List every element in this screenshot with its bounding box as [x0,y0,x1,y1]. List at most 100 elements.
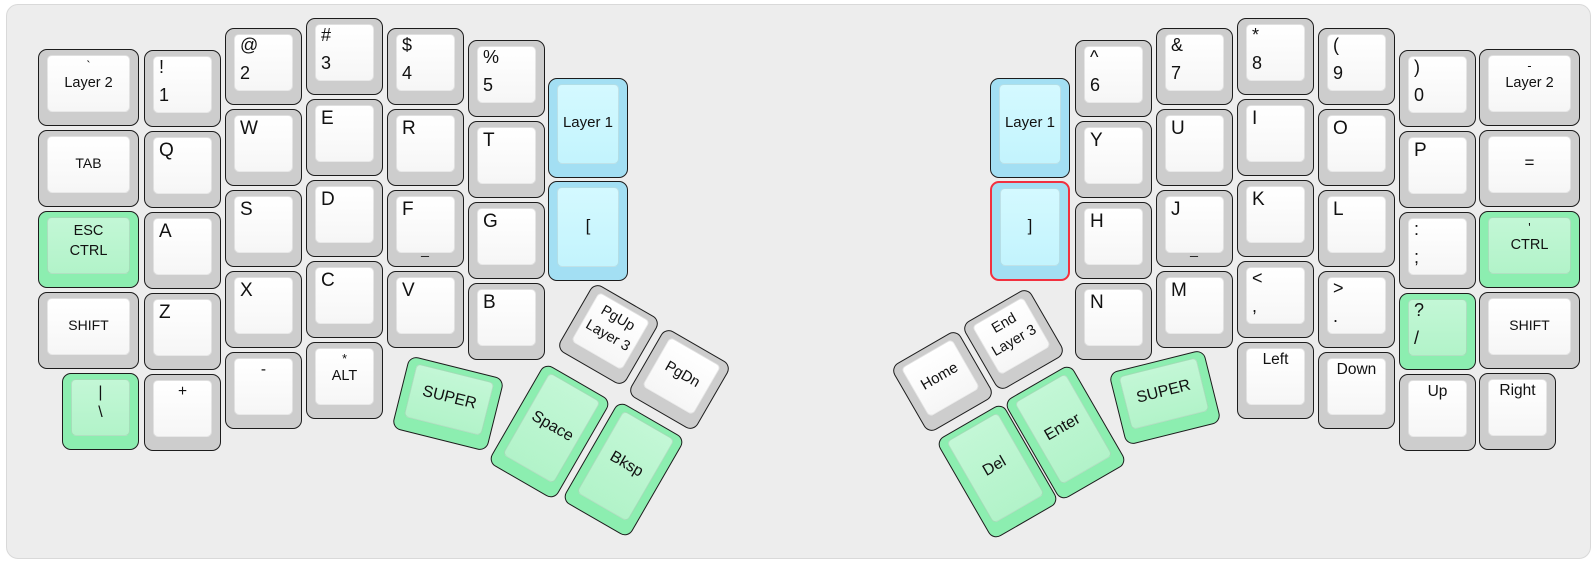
keycap-labels: &7 [1157,29,1232,104]
key-shift-right[interactable]: SHIFT [1479,292,1580,369]
key-arrow-right[interactable]: Right [1479,373,1556,450]
key-arrow-up[interactable]: Up [1399,374,1476,451]
keycap-label: K [1252,189,1265,210]
key-8[interactable]: *8 [1237,18,1314,95]
keycap-label: CTRL [1510,237,1549,253]
keycap-label: 3 [321,53,332,73]
key-d[interactable]: D [306,180,383,257]
keycap-surface [1327,196,1386,253]
keycap-surface [315,186,374,243]
key-layer1-right[interactable]: Layer 1 [990,78,1070,178]
key-layer2-left[interactable]: `Layer 2 [38,49,139,126]
key-h[interactable]: H [1075,202,1152,279]
keycap-surface [315,348,374,405]
keycap-label: X [240,280,253,301]
keycap-label: : [1414,219,1420,239]
key-period[interactable]: >. [1318,271,1395,348]
key-6[interactable]: ^6 [1075,40,1152,117]
key-slash[interactable]: ?/ [1399,293,1476,370]
keycap-surface [477,289,536,346]
key-layer2-right[interactable]: -Layer 2 [1479,49,1580,126]
keycap-labels: %5 [469,41,544,116]
key-y[interactable]: Y [1075,121,1152,198]
keycap-surface [1488,136,1571,193]
keycap-surface [153,218,212,275]
keycap-labels: Z [145,294,220,369]
key-right-bracket[interactable]: ] [990,181,1070,281]
key-5[interactable]: %5 [468,40,545,117]
key-alt[interactable]: *ALT [306,342,383,419]
keycap-labels: Q [145,132,220,207]
key-e[interactable]: E [306,99,383,176]
keycap-labels: Left [1238,343,1313,418]
keycap-label: * [1252,25,1260,45]
key-tab[interactable]: TAB [38,130,139,207]
keycap-surface [234,277,293,334]
key-layer1-left[interactable]: Layer 1 [548,78,628,178]
keycap-surface [1084,46,1143,103]
key-q[interactable]: Q [144,131,221,208]
key-m[interactable]: M [1156,271,1233,348]
key-o[interactable]: O [1318,109,1395,186]
key-r[interactable]: R [387,109,464,186]
keycap-label: & [1171,35,1184,55]
key-c[interactable]: C [306,261,383,338]
key-minus-left[interactable]: - [225,352,302,429]
keycap-label: TAB [75,154,102,171]
keycap-label: # [321,25,332,45]
key-j[interactable]: J_ [1156,190,1233,267]
key-semicolon[interactable]: :; [1399,212,1476,289]
key-7[interactable]: &7 [1156,28,1233,105]
key-pipe-backslash[interactable]: |\ [62,373,139,450]
keycap-label: I [1252,108,1258,129]
key-g[interactable]: G [468,202,545,279]
key-n[interactable]: N [1075,283,1152,360]
key-t[interactable]: T [468,121,545,198]
key-v[interactable]: V [387,271,464,348]
key-u[interactable]: U [1156,109,1233,186]
key-1[interactable]: !1 [144,50,221,127]
keycap-label: ESC [73,223,104,239]
key-k[interactable]: K [1237,180,1314,257]
key-l[interactable]: L [1318,190,1395,267]
keycap-surface [1408,56,1467,113]
keycap-label: Q [159,140,174,161]
keycap-labels: 'CTRL [1480,212,1579,287]
keycap-labels: *ALT [307,343,382,418]
key-arrow-left[interactable]: Left [1237,342,1314,419]
keycap-label: Space [528,407,577,445]
key-i[interactable]: I [1237,99,1314,176]
key-quote-ctrl[interactable]: 'CTRL [1479,211,1580,288]
keycap-surface [234,196,293,253]
keycap-label: 6 [1090,75,1101,95]
key-comma[interactable]: <, [1237,261,1314,338]
key-arrow-down[interactable]: Down [1318,352,1395,429]
keycap-label: U [1171,118,1185,139]
key-left-bracket[interactable]: [ [548,181,628,281]
key-b[interactable]: B [468,283,545,360]
key-equals[interactable]: = [1479,130,1580,207]
key-f[interactable]: F_ [387,190,464,267]
key-3[interactable]: #3 [306,18,383,95]
keycap-surface [1327,358,1386,415]
keycap-label: C [321,270,335,291]
key-p[interactable]: P [1399,131,1476,208]
key-9[interactable]: (9 [1318,28,1395,105]
key-shift-left[interactable]: SHIFT [38,292,139,369]
key-z[interactable]: Z [144,293,221,370]
keycap-surface [396,34,455,91]
keycap-labels: ?/ [1400,294,1475,369]
keycap-labels: SHIFT [39,293,138,368]
keycap-surface [1084,127,1143,184]
keycap-label: Right [1499,382,1536,399]
key-plus[interactable]: + [144,374,221,451]
key-x[interactable]: X [225,271,302,348]
key-4[interactable]: $4 [387,28,464,105]
key-2[interactable]: @2 [225,28,302,105]
key-s[interactable]: S [225,190,302,267]
key-w[interactable]: W [225,109,302,186]
key-0[interactable]: )0 [1399,50,1476,127]
key-a[interactable]: A [144,212,221,289]
